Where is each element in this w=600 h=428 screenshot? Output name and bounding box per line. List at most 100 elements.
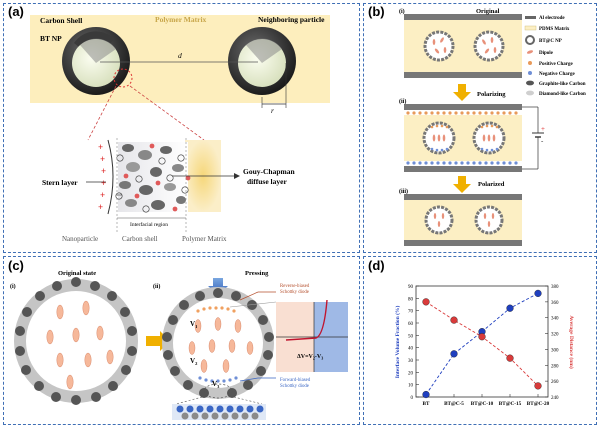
ylabel-right: Average Distance (nm) [568, 315, 575, 369]
data-point-average-distance [450, 316, 458, 324]
d-label: d [178, 51, 182, 60]
panel-a [3, 3, 360, 253]
bt-carbon-particle [62, 27, 130, 95]
v3-label: V3 [212, 380, 220, 389]
legend-positive-charge: Positive Charge [539, 62, 574, 67]
bt-np-label: BT NP [40, 34, 62, 43]
y-left-tick-label: 40 [408, 347, 414, 352]
svg-text:-: - [541, 137, 544, 145]
interfacial-region-label: Interfacial region [130, 221, 168, 228]
data-point-average-distance [422, 298, 430, 306]
legend-pdms-matrix: PDMS Matrix [539, 27, 570, 32]
zoom-region [203, 383, 233, 399]
original-state-label: Original state [58, 270, 96, 277]
process-arrow-2 [453, 176, 471, 193]
series-line-volume-fraction [425, 293, 539, 395]
x-tick-label: BT@C-5 [444, 401, 464, 407]
stern-plus-charges: + + + + + + [98, 142, 106, 212]
r-label: r [271, 106, 274, 115]
panel-c [3, 256, 360, 425]
data-point-average-distance [478, 333, 486, 341]
interface-highlight [113, 68, 133, 88]
ylabel-left: Interface Volume Fraction (%) [394, 306, 401, 379]
y-right-tick-label: 280 [551, 364, 559, 369]
svg-text:+: + [98, 142, 103, 152]
neighboring-particle-label: Neighboring particle [258, 15, 325, 24]
y-right-tick-label: 360 [551, 301, 559, 306]
step-i-label: (i) [399, 8, 405, 15]
y-left-tick-label: 60 [408, 322, 414, 327]
sphere-original [14, 277, 138, 405]
data-point-volume-fraction [534, 289, 542, 298]
legend-swatches [524, 16, 537, 96]
svg-text:+: + [101, 166, 106, 176]
series-line-average-distance [425, 301, 539, 387]
data-point-volume-fraction [506, 304, 514, 312]
x-tick-label: BT@C-10 [471, 401, 494, 407]
pressing-label: Pressing [245, 270, 269, 277]
reverse-biased-label: Reverse-biased [280, 284, 310, 289]
panel-b-label: (b) [368, 4, 385, 19]
panel-a-label: (a) [8, 4, 24, 19]
y-left-tick-label: 10 [408, 384, 414, 389]
y-right-tick-label: 340 [551, 317, 559, 322]
svg-text:+: + [100, 154, 105, 164]
y-right-tick-label: 300 [551, 348, 559, 353]
y-left-tick-label: 50 [408, 334, 414, 339]
pressing-arrow [208, 278, 228, 295]
y-left-tick-label: 20 [408, 371, 414, 376]
y-right-tick-label: 380 [551, 285, 559, 290]
nanoparticle-label: Nanoparticle [62, 235, 98, 243]
device-polarized [404, 194, 522, 246]
forward-schottky-label: Schottky diode [280, 384, 309, 389]
carbon-shell-bottom-label: Carbon shell [122, 235, 158, 243]
gouy-chapman-label: Gouy-Chapman [243, 167, 296, 176]
y-left-tick-label: 90 [408, 285, 414, 290]
legend-negative-charge: Negative Charge [539, 72, 575, 77]
step-c-ii-label: (ii) [153, 283, 160, 290]
step-ii-label: (ii) [399, 98, 406, 105]
x-tick-label: BT [423, 401, 430, 407]
svg-text:+: + [541, 125, 545, 133]
polymer-matrix-label: Polymer Matrix [155, 15, 207, 24]
step-c-i-label: (i) [10, 283, 16, 290]
v2-label: V2 [190, 357, 198, 366]
positive-charges [123, 143, 191, 212]
neighboring-particle [228, 27, 296, 95]
y-left-tick-label: 80 [408, 297, 414, 302]
svg-text:+: + [100, 190, 105, 200]
legend-btc-np: BT@C NP [539, 39, 562, 44]
v1-label: V1 [190, 320, 198, 329]
y-left-tick-label: 30 [408, 359, 414, 364]
svg-text:+: + [101, 178, 106, 188]
svg-text:+: + [98, 202, 103, 212]
y-left-tick-label: 70 [408, 310, 414, 315]
x-tick-label: BT@C-15 [499, 401, 522, 407]
polarized-label: Polarized [478, 181, 505, 188]
diffuse-layer-label: diffuse layer [247, 177, 287, 186]
device-polarizing: + - [404, 104, 545, 172]
sphere-pressed [162, 287, 274, 399]
legend-dipole: Dipole [539, 51, 554, 56]
data-point-average-distance [534, 382, 542, 390]
delta-v-label: ΔV=V2-V3 [297, 354, 323, 361]
panel-b [363, 3, 597, 253]
data-point-average-distance [506, 354, 514, 362]
panel-c-label: (c) [8, 258, 24, 273]
data-point-volume-fraction [450, 350, 458, 358]
y-left-tick-label: 0 [411, 396, 414, 401]
reverse-schottky-label: Schottky diode [280, 290, 309, 295]
iv-curve [285, 299, 328, 341]
legend-graphite-carbon: Graphite-like Carbon [539, 82, 586, 87]
forward-biased-label: Forward-biased [280, 378, 311, 383]
data-point-volume-fraction [422, 390, 430, 399]
carbon-ellipses [119, 144, 186, 210]
carbon-shell-label: Carbon Shell [40, 16, 82, 25]
stern-layer-label: Stern layer [42, 178, 78, 187]
y-right-tick-label: 240 [551, 396, 559, 401]
original-label: Original [476, 8, 500, 15]
